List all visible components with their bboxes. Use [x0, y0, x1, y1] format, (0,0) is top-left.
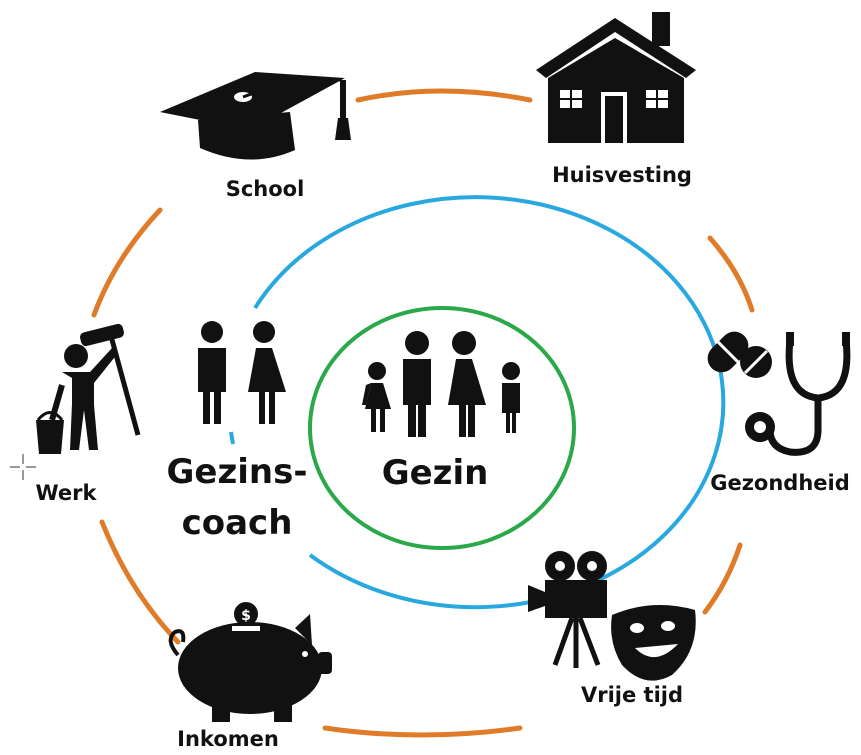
svg-text:$: $	[241, 608, 251, 624]
ring-segment-gezondheid-vrijetijd	[702, 542, 743, 615]
node-label-inkomen: Inkomen	[177, 727, 279, 751]
couple-icon	[198, 321, 286, 424]
node-label-huisvesting: Huisvesting	[552, 163, 692, 187]
worker-paint-roller-icon	[36, 323, 141, 454]
coach-label-line2: coach	[182, 503, 293, 543]
node-label-school: School	[226, 177, 305, 201]
piggy-bank-icon: $	[168, 602, 332, 722]
node-label-gezondheid: Gezondheid	[710, 471, 850, 495]
coach-label-line1: Gezins-	[167, 452, 308, 492]
node-label-vrije-tijd: Vrije tijd	[581, 683, 683, 707]
middle-ring-stub	[229, 431, 235, 445]
house-icon	[536, 12, 696, 143]
family-icon	[362, 331, 520, 437]
ring-segment-inkomen-werk	[99, 519, 181, 645]
film-camera-theater-mask-icon	[528, 551, 696, 681]
ring-segment-werk-school	[91, 207, 163, 318]
middle-ring	[253, 195, 726, 610]
outer-ring	[91, 88, 755, 738]
ring-segment-vrijetijd-inkomen	[322, 725, 523, 738]
graduation-cap-icon	[160, 72, 351, 160]
inner-ring	[308, 306, 576, 550]
center-label: Gezin	[382, 453, 489, 493]
crosshair-cursor-icon	[10, 454, 36, 480]
ring-segment-school-huisvesting	[355, 88, 533, 103]
node-label-werk: Werk	[36, 481, 98, 505]
ring-segment-huisvesting-gezondheid	[707, 235, 755, 313]
pills-stethoscope-icon	[707, 331, 851, 456]
